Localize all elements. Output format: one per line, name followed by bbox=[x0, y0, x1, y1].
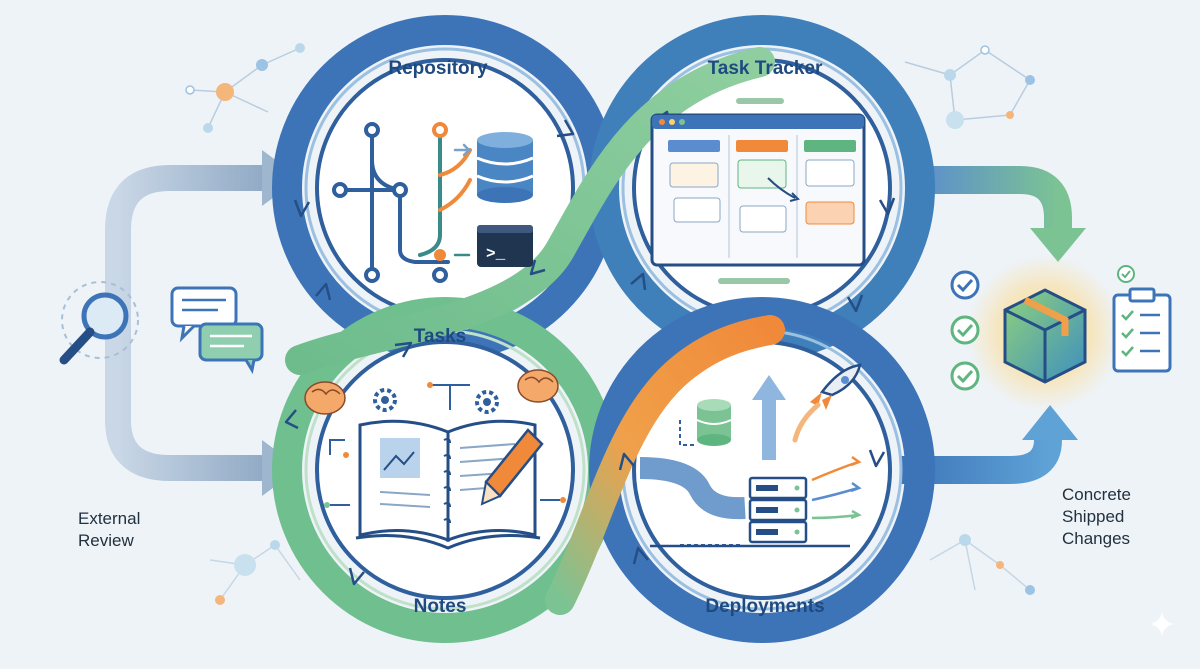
check-circle-icon bbox=[950, 270, 980, 300]
external-review-line-1: External bbox=[78, 509, 140, 528]
external-review-label: External Review bbox=[78, 509, 145, 550]
external-review-line-2: Review bbox=[78, 531, 134, 550]
shipped-line-1: Concrete bbox=[1062, 485, 1131, 504]
chat-bubbles-icon bbox=[170, 286, 264, 375]
sparkle-icon bbox=[1150, 612, 1174, 636]
label-task-tracker: Task Tracker bbox=[708, 58, 823, 79]
network-decoration-right bbox=[904, 45, 1035, 129]
tasks-flow-band bbox=[285, 47, 775, 375]
check-circle-icon bbox=[950, 315, 980, 345]
network-decoration-bottom-left bbox=[209, 540, 301, 605]
deploy-pipe bbox=[639, 457, 746, 520]
flow-chevrons bbox=[284, 110, 896, 586]
shipped-line-2: Shipped bbox=[1062, 507, 1124, 526]
checklist-icon bbox=[1112, 287, 1172, 373]
rocket-icon bbox=[792, 363, 862, 443]
label-tasks: Tasks bbox=[414, 326, 466, 347]
notes-connectors bbox=[324, 382, 566, 508]
terminal-icon: >_ bbox=[477, 225, 533, 267]
label-deployments: Deployments bbox=[705, 596, 824, 617]
brain-icon bbox=[517, 369, 559, 403]
git-branch-icon bbox=[332, 122, 473, 283]
upload-arrow-icon bbox=[752, 375, 786, 460]
concrete-shipped-changes-label: Concrete Shipped Changes bbox=[1062, 485, 1136, 548]
network-decoration-left bbox=[185, 43, 305, 133]
shipped-line-3: Changes bbox=[1062, 529, 1130, 548]
database-icon bbox=[476, 132, 534, 203]
magnifier-icon bbox=[59, 281, 139, 365]
deploy-trend-arrows bbox=[811, 455, 862, 520]
shipped-output-arrow-bottom bbox=[900, 405, 1078, 484]
shipped-output-arrow-top bbox=[915, 166, 1086, 262]
package-box-icon bbox=[1003, 288, 1087, 384]
database-icon bbox=[696, 399, 732, 446]
kanban-board-icon bbox=[650, 98, 866, 284]
terminal-prompt: >_ bbox=[486, 245, 506, 263]
pencil-icon bbox=[480, 428, 544, 506]
server-rack-icon bbox=[748, 476, 808, 544]
gear-icon bbox=[373, 388, 397, 412]
gear-icon bbox=[475, 390, 499, 414]
notebook-icon bbox=[355, 419, 541, 550]
label-repository: Repository bbox=[388, 58, 488, 79]
deploy-flow-band bbox=[545, 315, 785, 615]
check-icon bbox=[1117, 265, 1135, 283]
label-notes: Notes bbox=[414, 596, 467, 617]
brain-icon bbox=[304, 381, 346, 415]
check-circle-icon bbox=[950, 361, 980, 391]
network-decoration-bottom-right bbox=[929, 534, 1035, 595]
